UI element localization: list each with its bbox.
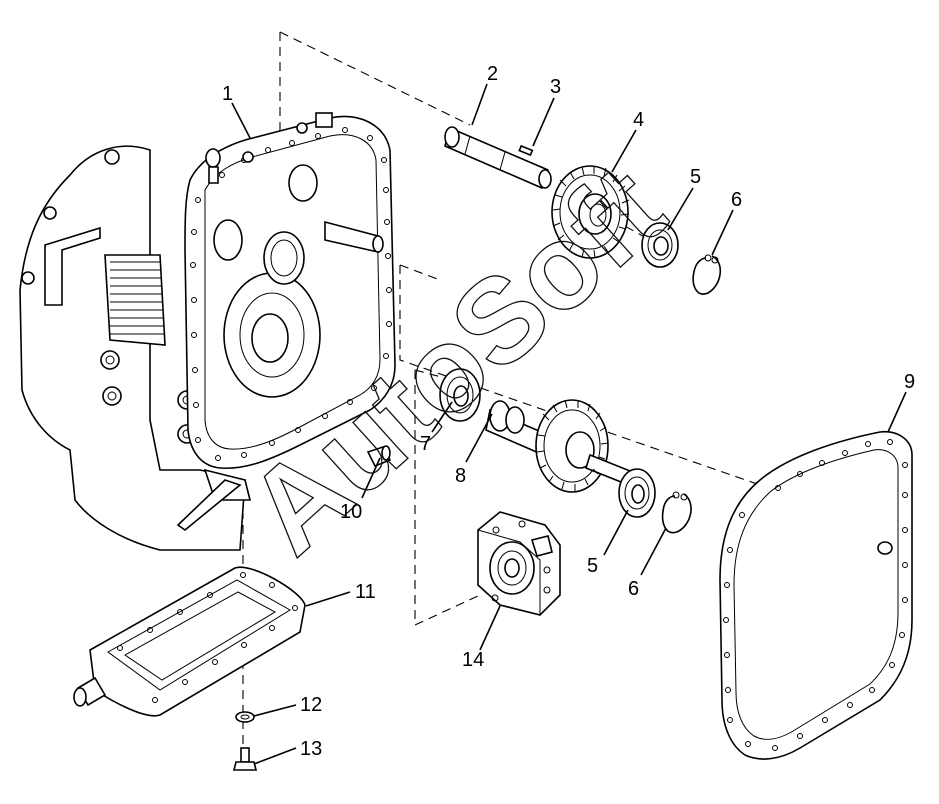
callout-10: 10: [340, 501, 362, 523]
callout-5-upper: 5: [690, 166, 701, 188]
snap-ring-lower: [661, 491, 692, 534]
pump-housing: [477, 511, 561, 616]
callout-7: 7: [420, 433, 431, 455]
callout-9: 9: [904, 371, 915, 393]
callout-4: 4: [633, 109, 644, 131]
snap-ring-upper: [692, 254, 721, 295]
oil-pan: [73, 566, 306, 717]
gear-shaft: [485, 399, 641, 493]
callout-13: 13: [300, 738, 322, 760]
drain-plug: [232, 747, 258, 771]
leader-lines: [231, 83, 907, 765]
callout-5-lower: 5: [587, 555, 598, 577]
gasket: [719, 430, 913, 760]
callout-12: 12: [300, 694, 322, 716]
transmission-housing: [19, 112, 396, 551]
key: [518, 144, 534, 157]
callout-1: 1: [222, 83, 233, 105]
callout-8: 8: [455, 465, 466, 487]
callout-labels: 1 2 3 4 5 6 7 8 5 6 9 10 11 12 13 14: [222, 63, 915, 760]
callout-2: 2: [487, 63, 498, 85]
spur-gear-upper: [551, 165, 630, 259]
callout-3: 3: [550, 76, 561, 98]
callout-11: 11: [355, 581, 376, 603]
bearing-lower: [618, 468, 656, 518]
callout-6-upper: 6: [731, 189, 742, 211]
shaft: [444, 126, 552, 190]
dowel-pin: [366, 445, 392, 468]
washer: [235, 711, 255, 723]
bearing-upper: [641, 222, 679, 268]
bearing-left: [439, 368, 481, 422]
callout-14: 14: [462, 649, 484, 671]
callout-6-lower: 6: [628, 578, 639, 600]
